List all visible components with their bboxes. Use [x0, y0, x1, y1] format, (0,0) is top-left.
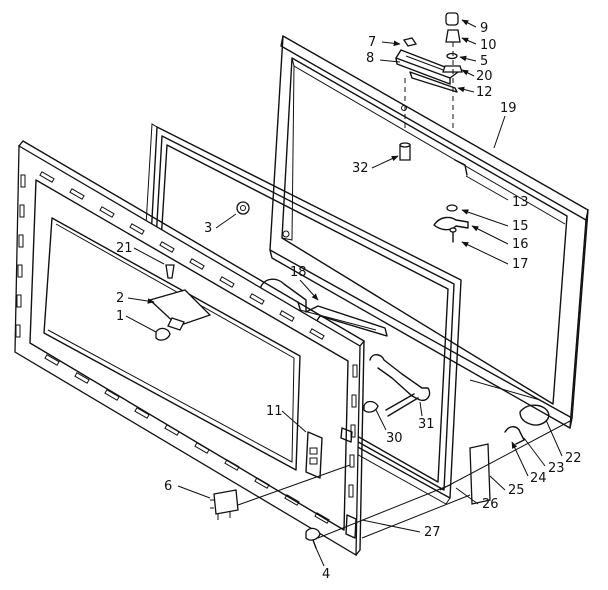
callout-20: 20: [476, 69, 493, 84]
callout-7: 7: [368, 35, 376, 50]
callout-8: 8: [366, 51, 374, 66]
callout-9: 9: [480, 21, 488, 36]
callout-6: 6: [164, 479, 172, 494]
callout-3: 3: [204, 221, 212, 236]
callout-11: 11: [266, 404, 283, 419]
callout-5: 5: [480, 54, 488, 69]
callout-19: 19: [500, 101, 517, 116]
back-door-frame: [269, 35, 589, 429]
perforation-slots: [15, 171, 358, 524]
callout-22: 22: [565, 451, 582, 466]
callout-23: 23: [548, 461, 565, 476]
callout-25: 25: [508, 483, 525, 498]
parts: [148, 12, 525, 549]
front-door-panel: [14, 140, 365, 557]
callout-12: 12: [476, 85, 493, 100]
callout-21: 21: [116, 241, 133, 256]
leader-lines: [237, 419, 573, 539]
callout-17: 17: [512, 257, 529, 272]
callout-27: 27: [424, 525, 441, 540]
callout-32: 32: [352, 161, 369, 176]
callout-13: 13: [512, 195, 529, 210]
callout-labels: 9 10 7 5 8 20 12 19 32 13 3 15 16 21 17 …: [116, 19, 582, 582]
callout-1: 1: [116, 309, 124, 324]
callout-2: 2: [116, 291, 124, 306]
callout-15: 15: [512, 219, 529, 234]
callout-31: 31: [418, 417, 435, 432]
callout-4: 4: [322, 567, 330, 582]
callout-30: 30: [386, 431, 403, 446]
callout-26: 26: [482, 497, 499, 512]
callout-16: 16: [512, 237, 529, 252]
callout-24: 24: [530, 471, 547, 486]
callout-18: 18: [290, 265, 307, 280]
callout-10: 10: [480, 38, 497, 53]
